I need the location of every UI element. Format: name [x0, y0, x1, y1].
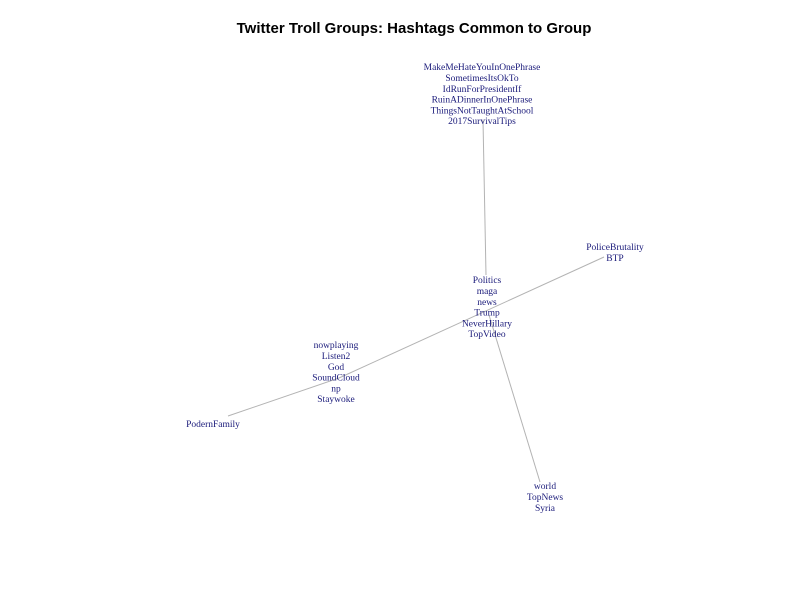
hashtag-label: Syria — [535, 504, 556, 514]
hashtag-label: NeverHillary — [462, 319, 512, 329]
hashtag-label: PoliceBrutality — [586, 243, 644, 253]
hashtag-label: God — [328, 363, 345, 373]
hashtag-label: Listen2 — [322, 352, 351, 362]
edge-n4-n5 — [227, 377, 340, 417]
node-layer: MakeMeHateYouInOnePhraseSometimesItsOkTo… — [186, 63, 644, 514]
edge-n3-n6 — [488, 314, 541, 483]
hashtag-label: maga — [477, 287, 498, 297]
hashtag-label: 2017SurvivalTips — [448, 117, 516, 127]
hashtag-label: BTP — [606, 254, 623, 264]
hashtag-label: IdRunForPresidentIf — [443, 84, 522, 95]
hashtag-label: news — [477, 298, 497, 308]
hashtag-label: SometimesItsOkTo — [445, 74, 518, 84]
edge-layer — [227, 119, 605, 483]
edge-n1-n3 — [482, 119, 487, 276]
hashtag-label: ThingsNotTaughtAtSchool — [431, 106, 534, 116]
hashtag-label: TopNews — [527, 493, 564, 503]
hashtag-label: world — [534, 482, 556, 492]
hashtag-label: RuinADinnerInOnePhrase — [432, 96, 533, 106]
node-n5: PodernFamily — [186, 420, 240, 430]
hashtag-label: nowplaying — [314, 341, 359, 351]
hashtag-label: MakeMeHateYouInOnePhrase — [424, 63, 541, 73]
node-n1: MakeMeHateYouInOnePhraseSometimesItsOkTo… — [424, 63, 541, 127]
node-n3: PoliticsmaganewsTrumpNeverHillaryTopVide… — [462, 276, 512, 340]
hashtag-label: Trump — [474, 309, 500, 319]
hashtag-label: PodernFamily — [186, 420, 240, 430]
hashtag-label: Staywoke — [317, 395, 354, 405]
hashtag-label: Politics — [473, 276, 502, 286]
hashtag-label: SoundCloud — [312, 374, 360, 384]
hashtag-label: TopVideo — [468, 330, 506, 340]
hashtag-label: np — [331, 384, 341, 394]
edge-n2-n4 — [338, 256, 605, 379]
diagram-title: Twitter Troll Groups: Hashtags Common to… — [236, 20, 592, 37]
